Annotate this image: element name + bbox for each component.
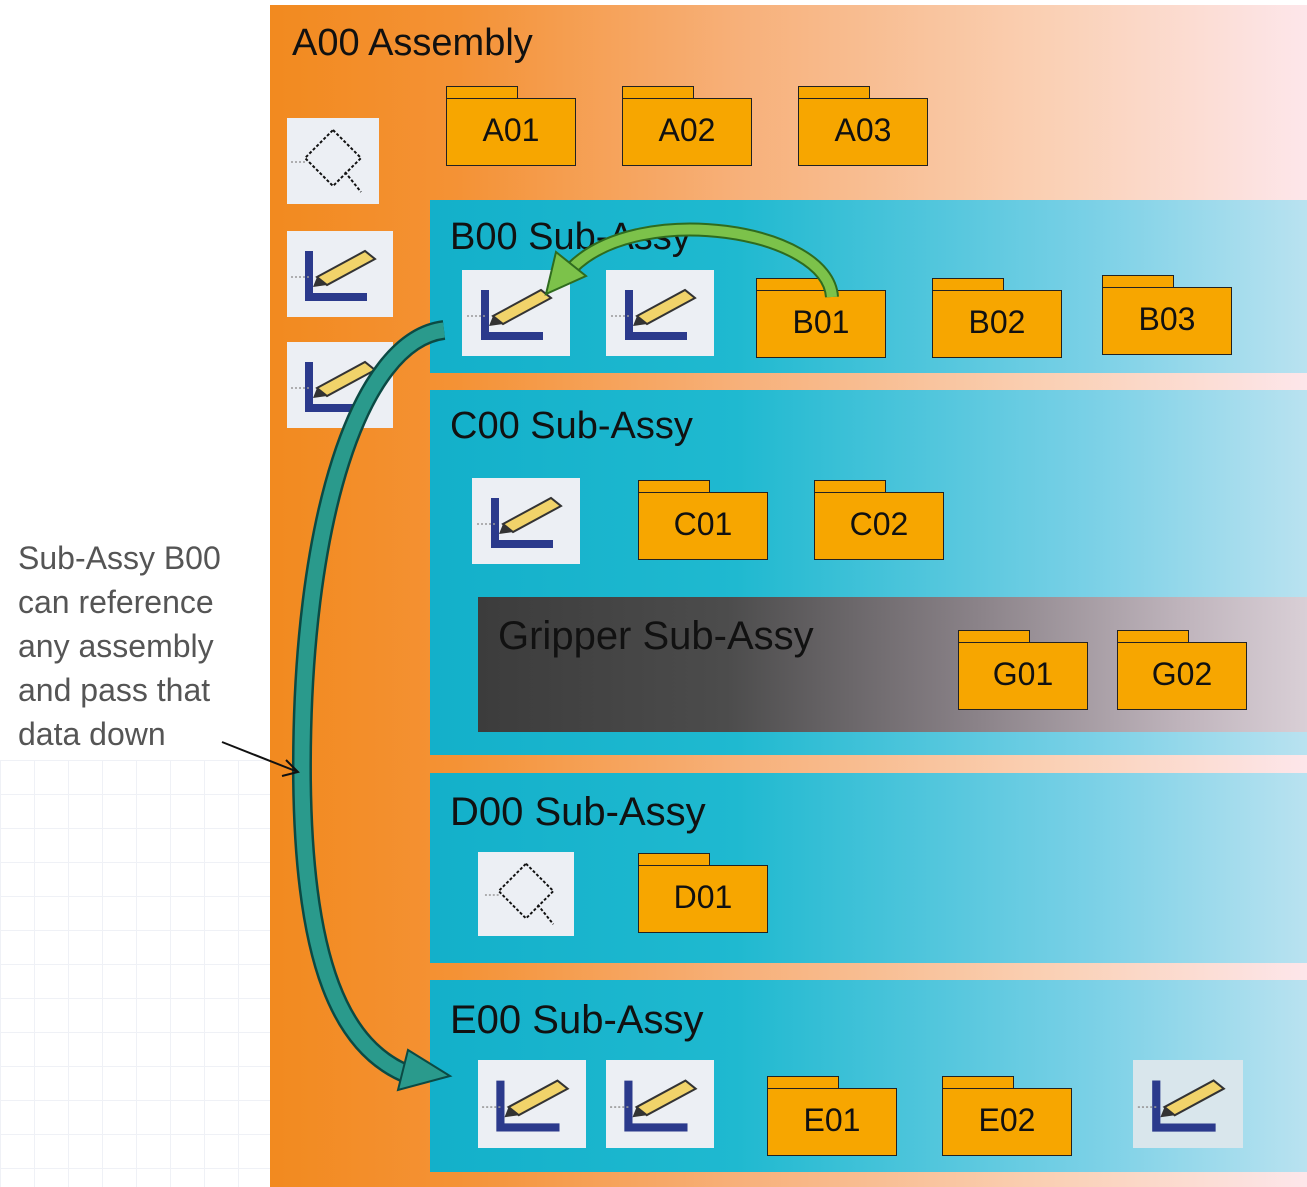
folder-tab <box>798 86 870 100</box>
folder-label: C02 <box>849 506 909 542</box>
folder-label: B01 <box>792 304 850 340</box>
folder-c02[interactable]: C02 <box>814 480 944 560</box>
skeleton-diamond-icon[interactable] <box>287 118 379 204</box>
sketch-pencil-icon[interactable] <box>478 1060 586 1148</box>
folder-body <box>767 1088 897 1156</box>
folder-label: E01 <box>803 1102 861 1138</box>
folder-tab <box>622 86 694 100</box>
background-grid <box>0 760 270 1187</box>
assembly-title: A00 Assembly <box>292 22 533 64</box>
folder-tab <box>446 86 518 100</box>
folder-c01[interactable]: C01 <box>638 480 768 560</box>
note-line: can reference <box>18 584 214 620</box>
subassembly-d00-panel <box>430 773 1307 963</box>
annotation-note: Sub-Assy B00 can reference any assembly … <box>18 536 258 756</box>
subassembly-b00-title: B00 Sub-Assy <box>450 216 691 258</box>
folder-label: B03 <box>1138 301 1196 337</box>
note-line: data down <box>18 716 166 752</box>
folder-d01[interactable]: D01 <box>638 853 768 933</box>
folder-label: D01 <box>673 879 733 915</box>
folder-label: A01 <box>482 112 540 148</box>
folder-label: E02 <box>978 1102 1036 1138</box>
folder-a02[interactable]: A02 <box>622 86 752 166</box>
folder-body <box>798 98 928 166</box>
subassembly-c00-title: C00 Sub-Assy <box>450 405 693 447</box>
folder-a01[interactable]: A01 <box>446 86 576 166</box>
folder-label: C01 <box>673 506 733 542</box>
sketch-pencil-icon[interactable] <box>606 1060 714 1148</box>
note-line: and pass that <box>18 672 211 708</box>
folder-tab <box>1117 630 1189 644</box>
folder-b03[interactable]: B03 <box>1102 275 1232 355</box>
folder-tab <box>958 630 1030 644</box>
folder-body <box>942 1088 1072 1156</box>
folder-tab <box>638 480 710 494</box>
subassembly-gripper-title: Gripper Sub-Assy <box>498 614 814 658</box>
folder-body <box>638 492 768 560</box>
folder-body <box>1102 287 1232 355</box>
subassembly-d00-title: D00 Sub-Assy <box>450 790 706 834</box>
folder-body <box>446 98 576 166</box>
sketch-pencil-icon[interactable] <box>472 478 580 564</box>
sketch-pencil-icon[interactable] <box>1133 1060 1243 1148</box>
folder-g02[interactable]: G02 <box>1117 630 1247 710</box>
folder-label: A03 <box>834 112 892 148</box>
folder-body <box>814 492 944 560</box>
folder-e01[interactable]: E01 <box>767 1076 897 1156</box>
folder-label: G02 <box>1151 656 1213 692</box>
folder-body <box>756 290 886 358</box>
folder-tab <box>942 1076 1014 1090</box>
folder-b01[interactable]: B01 <box>756 278 886 358</box>
folder-tab <box>814 480 886 494</box>
folder-body <box>932 290 1062 358</box>
folder-body <box>638 865 768 933</box>
folder-tab <box>638 853 710 867</box>
folder-label: B02 <box>968 304 1026 340</box>
folder-body <box>1117 642 1247 710</box>
sketch-pencil-icon[interactable] <box>287 231 393 317</box>
sketch-pencil-icon[interactable] <box>462 270 570 356</box>
folder-b02[interactable]: B02 <box>932 278 1062 358</box>
folder-e02[interactable]: E02 <box>942 1076 1072 1156</box>
subassembly-e00-title: E00 Sub-Assy <box>450 998 704 1042</box>
folder-tab <box>1102 275 1174 289</box>
folder-tab <box>932 278 1004 292</box>
folder-label: A02 <box>658 112 716 148</box>
note-line: Sub-Assy B00 <box>18 540 221 576</box>
skeleton-diamond-icon[interactable] <box>478 852 574 936</box>
folder-label: G01 <box>992 656 1054 692</box>
sketch-pencil-icon[interactable] <box>606 270 714 356</box>
folder-g01[interactable]: G01 <box>958 630 1088 710</box>
note-line: any assembly <box>18 628 214 664</box>
folder-a03[interactable]: A03 <box>798 86 928 166</box>
folder-tab <box>767 1076 839 1090</box>
folder-body <box>958 642 1088 710</box>
sketch-pencil-icon[interactable] <box>287 342 393 428</box>
folder-body <box>622 98 752 166</box>
